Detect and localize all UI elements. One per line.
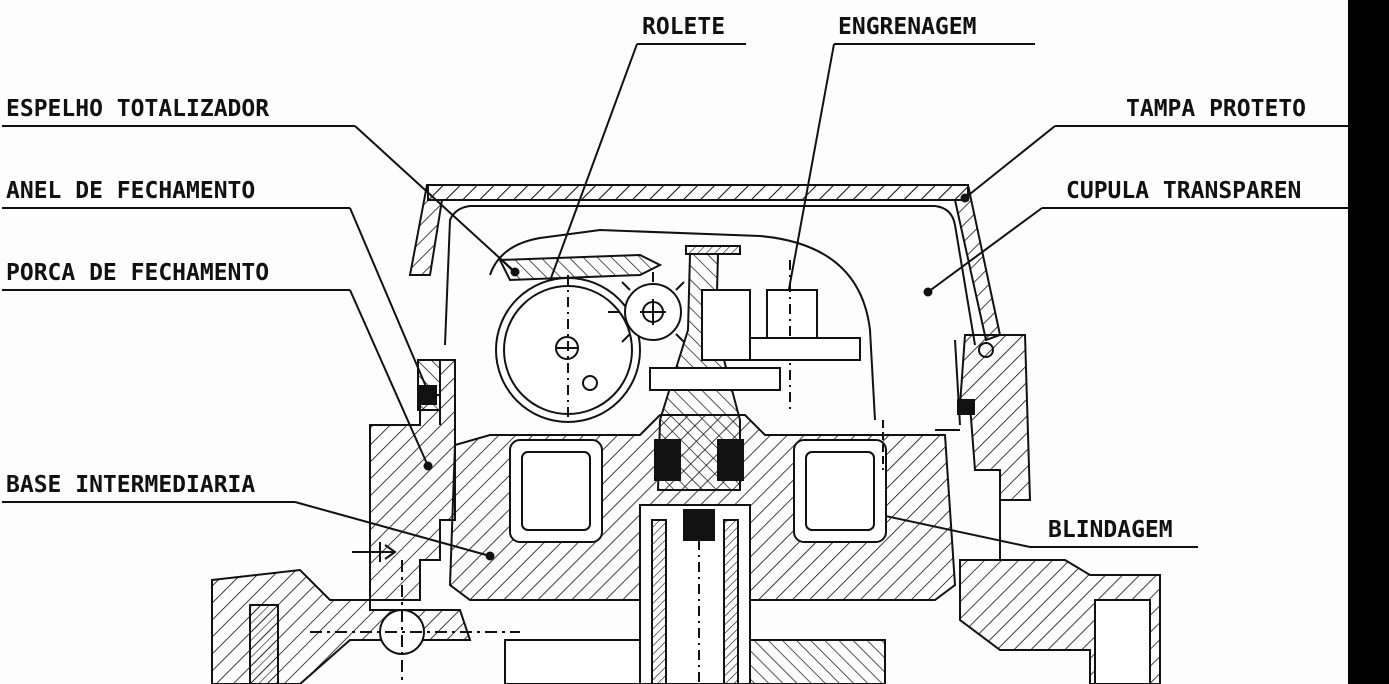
label-rolete: ROLETE [642,14,726,40]
leader-engrenagem [782,43,1035,305]
protective-cover-part [408,184,1002,342]
lower-bore-part [504,504,886,684]
gear-train-part [649,260,861,410]
gear-part [608,272,685,343]
label-tampa-protetora: TAMPA PROTETO [1126,96,1307,122]
closing-ring-part [957,334,1032,501]
left-flange-part [211,542,520,684]
scan-edge-bar [1348,0,1389,684]
label-base-intermediaria: BASE INTERMEDIARIA [6,472,256,498]
label-cupula-transparente: CUPULA TRANSPAREN [1066,178,1302,204]
register-housing-part [495,253,663,423]
shielding-part [509,439,887,543]
label-blindagem: BLINDAGEM [1048,517,1173,543]
label-porca-de-fechamento: PORCA DE FECHAMENTO [6,260,270,286]
label-anel-de-fechamento: ANEL DE FECHAMENTO [6,178,256,204]
cover-edges [439,339,961,470]
right-flange-part [959,500,1161,684]
label-engrenagem: ENGRENAGEM [838,14,977,40]
transparent-dome-part [444,205,976,421]
leader-porca [2,289,433,471]
leader-cupula [923,207,1348,297]
leader-anel [2,207,435,401]
closing-nut-part [369,359,456,601]
label-espelho-totalizador: ESPELHO TOTALIZADOR [6,96,270,122]
